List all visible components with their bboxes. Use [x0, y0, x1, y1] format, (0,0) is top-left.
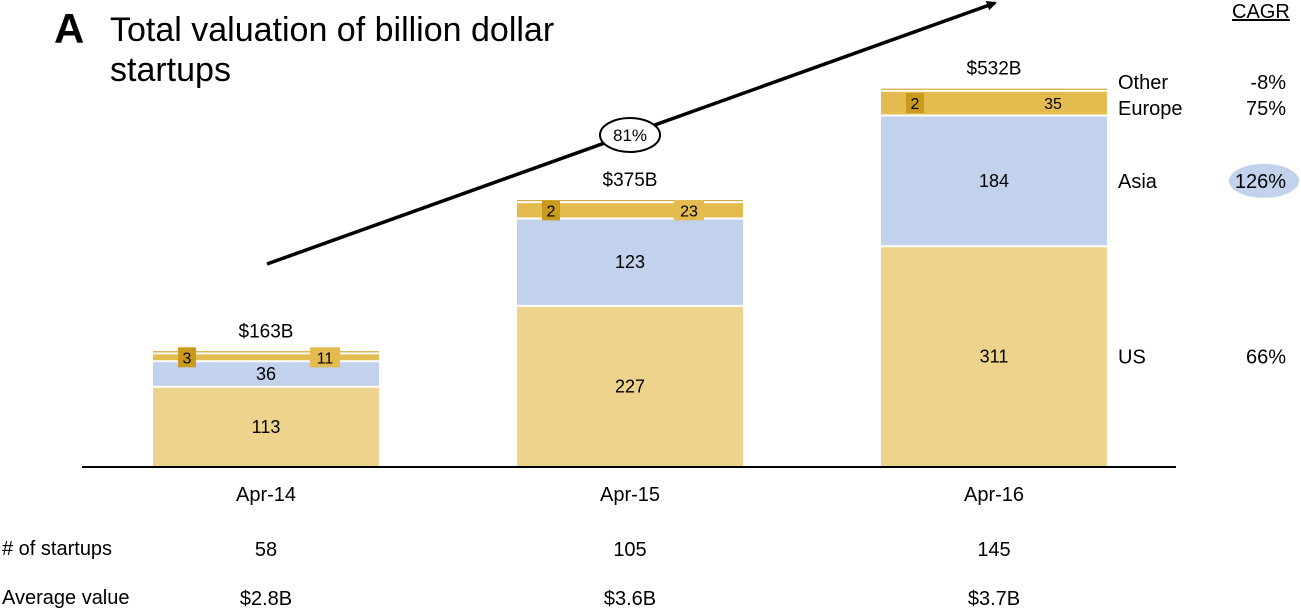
average-value: $3.6B [604, 588, 656, 610]
bar-segment-asia-apr-16 [881, 115, 1107, 247]
data-label-us: 227 [615, 376, 645, 396]
startups-count-value: 145 [977, 539, 1010, 561]
label-box-other [906, 93, 924, 114]
data-label-asia: 184 [979, 171, 1009, 191]
panel-letter: A [54, 5, 85, 52]
average-value-row-label: Average value [2, 587, 130, 609]
average-value: $3.7B [968, 588, 1020, 610]
bar-segment-us-apr-14 [153, 386, 379, 467]
startups-count-row-label: # of startups [2, 538, 113, 560]
legend-label-asia: Asia [1118, 171, 1158, 193]
label-box-europe [1038, 93, 1068, 114]
x-tick-label: Apr-16 [964, 484, 1024, 506]
bar-segment-us-apr-15 [517, 305, 743, 467]
bar-segment-us-apr-16 [881, 246, 1107, 467]
label-box-europe [310, 347, 340, 368]
cagr-value-us: 66% [1246, 347, 1286, 369]
label-box-europe [674, 200, 704, 221]
growth-label: 81% [613, 126, 647, 145]
legend-label-us: US [1118, 347, 1146, 369]
cagr-value-other: -8% [1250, 72, 1286, 94]
startups-count-value: 105 [613, 539, 646, 561]
legend-label-other: Other [1118, 72, 1168, 94]
total-label: $532B [967, 59, 1022, 80]
data-label-us: 113 [252, 417, 281, 437]
growth-bubble [599, 117, 661, 153]
cagr-highlight [1229, 163, 1299, 198]
data-label-other: 2 [911, 96, 920, 113]
label-box-other [542, 200, 560, 221]
data-label-asia: 36 [256, 364, 276, 384]
data-label-europe: 23 [680, 203, 698, 220]
average-value: $2.8B [240, 588, 292, 610]
cagr-header: CAGR [1232, 1, 1290, 23]
total-label: $163B [239, 321, 294, 342]
label-box-other [178, 347, 196, 368]
startups-count-value: 58 [255, 539, 277, 561]
data-label-other: 3 [183, 350, 192, 367]
cagr-value-europe: 75% [1246, 98, 1286, 120]
data-label-asia: 123 [615, 252, 645, 272]
data-label-europe: 11 [317, 350, 334, 367]
bar-segment-europe-apr-14 [153, 353, 379, 362]
bar-segment-asia-apr-15 [517, 218, 743, 306]
x-tick-label: Apr-15 [600, 484, 660, 506]
chart-title: Total valuation of billion dollar startu… [110, 11, 555, 89]
data-label-europe: 35 [1044, 96, 1062, 113]
data-label-other: 2 [547, 203, 556, 220]
x-tick-label: Apr-14 [236, 484, 296, 506]
bar-segment-other-apr-14 [153, 351, 379, 354]
cagr-value-asia: 126% [1235, 171, 1286, 193]
data-label-us: 311 [980, 347, 1009, 367]
legend-label-europe: Europe [1118, 98, 1183, 120]
total-label: $375B [603, 170, 658, 191]
